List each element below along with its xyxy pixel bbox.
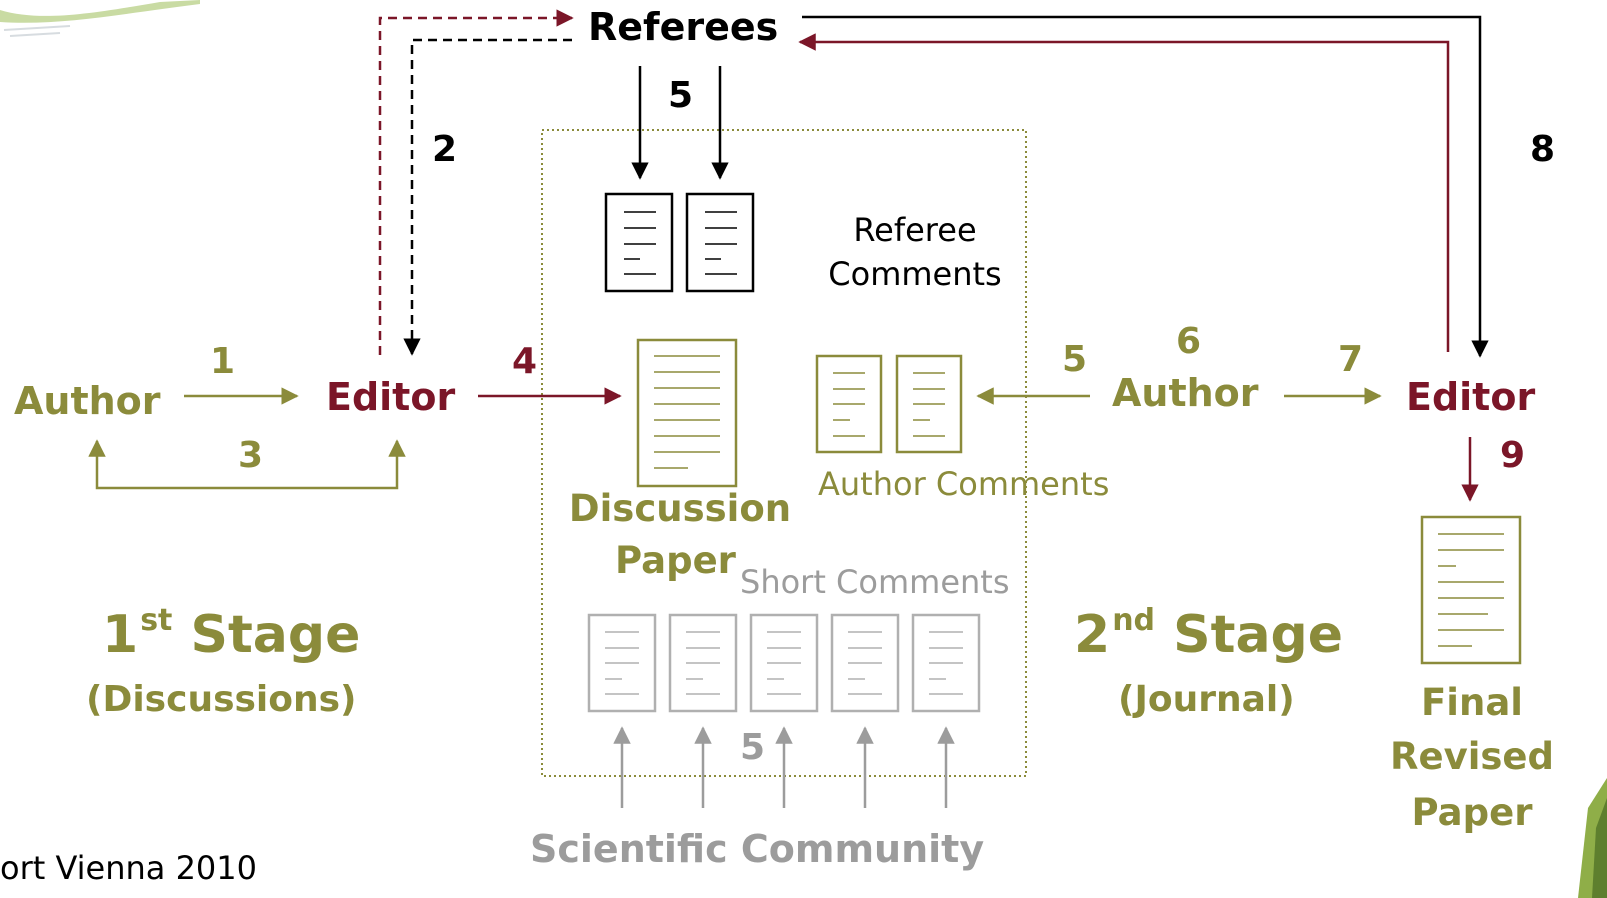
discussion-paper-label-line1: Discussion [568,487,792,530]
author-right-label: Author [1112,371,1259,415]
referee-comments-caption-line2: Comments [828,255,1002,293]
final-paper-label-line2: Revised [1390,735,1554,778]
step-4-number: 4 [512,341,538,382]
step-5-referees-number: 5 [668,75,694,116]
scientific-community-label: Scientific Community [530,827,985,871]
first-stage-number: 1 [102,605,139,665]
second-stage-subtitle: (Journal) [1118,679,1295,720]
short-comment-doc-1 [587,613,657,713]
second-stage-title: 2nd Stage [1074,603,1343,662]
short-comment-doc-5 [911,613,981,713]
first-stage-suffix: st [140,603,173,638]
referee-comment-doc-2 [685,192,755,293]
arrow-referees-to-editor [403,38,572,356]
step-6-number: 6 [1176,321,1202,362]
corner-decoration-bottom-right [1578,778,1607,898]
editor-right-label: Editor [1406,375,1536,419]
arrow-editor-to-author [88,439,406,490]
second-stage-suffix: nd [1112,603,1156,638]
arrow-editor-to-referees [378,9,574,355]
step-9-number: 9 [1500,435,1526,476]
arrow-editor-right-to-referees [798,33,1450,352]
step-5-community-number: 5 [740,727,766,768]
final-paper-doc [1420,515,1522,665]
author-comment-doc-2 [895,354,963,454]
footer-credit: ort Vienna 2010 [0,849,257,887]
short-comment-doc-4 [830,613,900,713]
referee-comment-doc-1 [604,192,674,293]
second-stage-word: Stage [1173,605,1344,665]
final-paper-label-line1: Final [1421,681,1523,724]
final-paper-label-line3: Paper [1411,791,1533,834]
step-2-number: 2 [432,129,458,170]
author-comments-caption: Author Comments [818,465,1110,503]
short-comment-doc-2 [668,613,738,713]
step-5-author-number: 5 [1062,339,1088,380]
first-stage-subtitle: (Discussions) [86,679,357,720]
discussion-paper-label-line2: Paper [615,539,736,582]
referee-comments-caption-line1: Referee [853,211,977,249]
step-3-number: 3 [238,435,264,476]
author-left-label: Author [14,379,161,423]
short-comment-doc-3 [749,613,819,713]
first-stage-title: 1st Stage [102,603,360,662]
discussion-paper-doc [636,338,738,488]
corner-decoration-top-left [0,0,200,37]
step-7-number: 7 [1338,339,1364,380]
second-stage-number: 2 [1074,605,1111,665]
author-comment-doc-1 [815,354,883,454]
step-1-number: 1 [210,341,236,382]
arrow-referees-to-editor-right [802,15,1489,358]
editor-left-label: Editor [326,375,456,419]
short-comments-caption: Short Comments [740,563,1010,601]
referees-label: Referees [588,5,779,49]
step-8-number: 8 [1530,129,1556,170]
first-stage-word: Stage [190,605,361,665]
